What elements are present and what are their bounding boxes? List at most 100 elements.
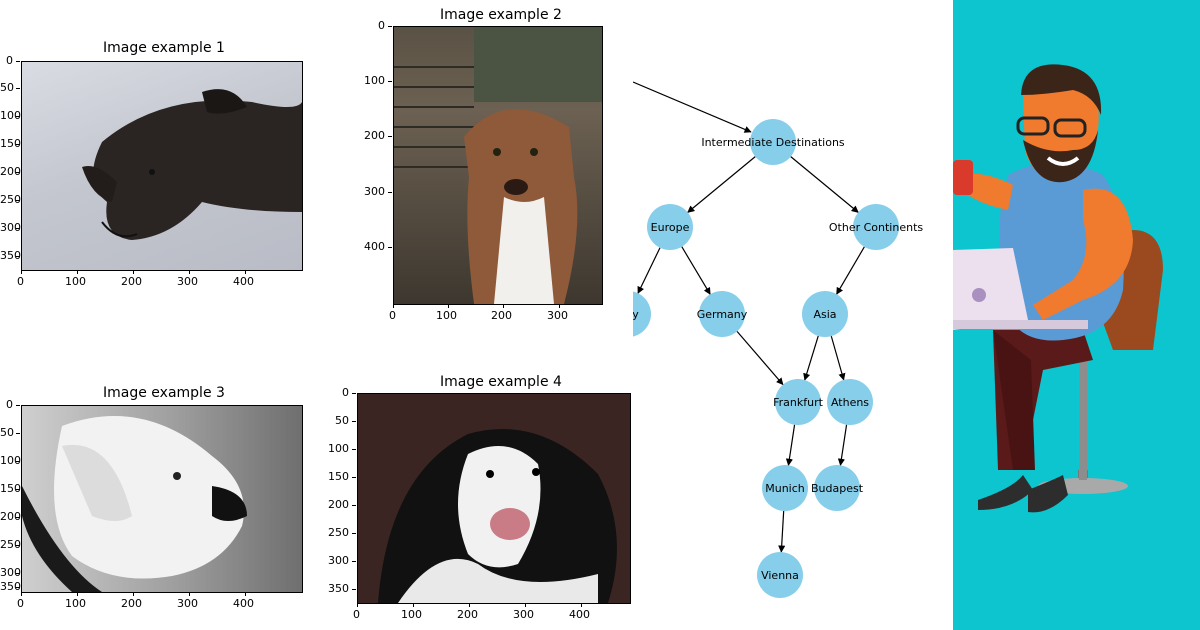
graph-edges (637, 156, 865, 553)
graph-edge-intermediate-europe (687, 156, 756, 213)
graph-node-label: Vienna (761, 569, 799, 582)
graph-node-label: Munich (765, 482, 805, 495)
y-tick-mark (16, 88, 20, 89)
graph-node-other (853, 204, 899, 250)
x-tick-mark (357, 603, 358, 607)
x-tick-label: 300 (177, 275, 198, 288)
glasses-right (1053, 118, 1087, 138)
arm-right (1033, 188, 1133, 320)
panel-title: Image example 4 (440, 374, 562, 390)
dog-photo-3 (21, 405, 303, 593)
y-tick-mark (16, 517, 20, 518)
laptop-logo (972, 288, 986, 302)
x-tick-label: 400 (233, 597, 254, 610)
x-tick-label: 200 (121, 597, 142, 610)
graph-node-asia (802, 291, 848, 337)
y-tick-mark (352, 421, 356, 422)
x-tick-mark (448, 304, 449, 308)
panel-title: Image example 1 (103, 40, 225, 56)
x-tick-label: 200 (491, 309, 512, 322)
y-tick-label: 100 (328, 442, 349, 455)
graph-node-vienna (757, 552, 803, 598)
y-tick-label: 300 (0, 221, 21, 234)
y-tick-mark (16, 405, 20, 406)
y-tick-mark (352, 505, 356, 506)
y-tick-mark (16, 144, 20, 145)
incoming-edge (633, 81, 752, 133)
graph-edge-athens-budapest (837, 424, 848, 466)
y-tick-mark (388, 136, 392, 137)
x-tick-label: 300 (177, 597, 198, 610)
y-tick-label: 150 (0, 482, 21, 495)
y-tick-label: 200 (0, 510, 21, 523)
graph-node-label: Germany (697, 308, 748, 321)
laptop-base (953, 320, 1088, 329)
y-tick-label: 200 (0, 165, 21, 178)
arm-left (963, 173, 1013, 210)
x-tick-label: 0 (17, 597, 24, 610)
x-tick-mark (21, 592, 22, 596)
y-tick-mark (16, 433, 20, 434)
y-tick-mark (352, 449, 356, 450)
y-tick-label: 100 (0, 109, 21, 122)
y-tick-label: 150 (0, 137, 21, 150)
x-tick-mark (469, 603, 470, 607)
y-tick-label: 100 (364, 74, 385, 87)
graph-node-label: Budapest (811, 482, 864, 495)
y-tick-label: 250 (0, 538, 21, 551)
graph-node-frankfurt (775, 379, 821, 425)
graph-node-label: Intermediate Destinations (701, 136, 845, 149)
y-tick-mark (16, 587, 20, 588)
smile (1046, 156, 1080, 166)
y-tick-mark (16, 545, 20, 546)
x-tick-label: 400 (569, 608, 590, 621)
y-tick-label: 50 (0, 81, 14, 94)
x-tick-label: 0 (389, 309, 396, 322)
graph-node-label: Athens (831, 396, 869, 409)
shoe-right (1028, 475, 1068, 513)
glasses-left (1016, 116, 1050, 136)
x-tick-mark (245, 592, 246, 596)
x-tick-mark (525, 603, 526, 607)
y-tick-label: 350 (0, 580, 21, 593)
graph-edge-europe-city (637, 247, 661, 294)
beard (1023, 130, 1098, 183)
panel-title: Image example 2 (440, 7, 562, 23)
y-tick-label: 0 (6, 398, 13, 411)
y-tick-label: 350 (0, 249, 21, 262)
x-tick-mark (581, 603, 582, 607)
chair-pole (1079, 350, 1087, 480)
graph-edge-intermediate-other (790, 156, 859, 213)
y-tick-mark (16, 228, 20, 229)
x-tick-mark (245, 270, 246, 274)
illustration-man-with-laptop (953, 0, 1200, 630)
x-tick-mark (189, 270, 190, 274)
y-tick-mark (16, 200, 20, 201)
graph-node-label: Other Continents (829, 221, 924, 234)
y-tick-mark (16, 172, 20, 173)
y-tick-mark (16, 116, 20, 117)
dog-photo-4 (357, 393, 631, 604)
x-tick-label: 0 (17, 275, 24, 288)
x-tick-label: 100 (401, 608, 422, 621)
x-tick-mark (503, 304, 504, 308)
graph-edge-asia-frankfurt (803, 335, 819, 381)
y-tick-label: 200 (328, 498, 349, 511)
graph-node-label: Frankfurt (773, 396, 823, 409)
y-tick-label: 0 (6, 54, 13, 67)
y-tick-label: 200 (364, 129, 385, 142)
y-tick-mark (352, 477, 356, 478)
dog-photo-1 (21, 61, 303, 271)
y-tick-label: 250 (0, 193, 21, 206)
graph-node-germany (699, 291, 745, 337)
x-tick-label: 100 (65, 597, 86, 610)
y-tick-label: 50 (0, 426, 14, 439)
x-tick-label: 100 (436, 309, 457, 322)
y-tick-label: 0 (342, 386, 349, 399)
x-tick-label: 200 (121, 275, 142, 288)
y-tick-mark (352, 533, 356, 534)
y-tick-label: 300 (328, 554, 349, 567)
x-tick-mark (189, 592, 190, 596)
graph-node-budapest (814, 465, 860, 511)
